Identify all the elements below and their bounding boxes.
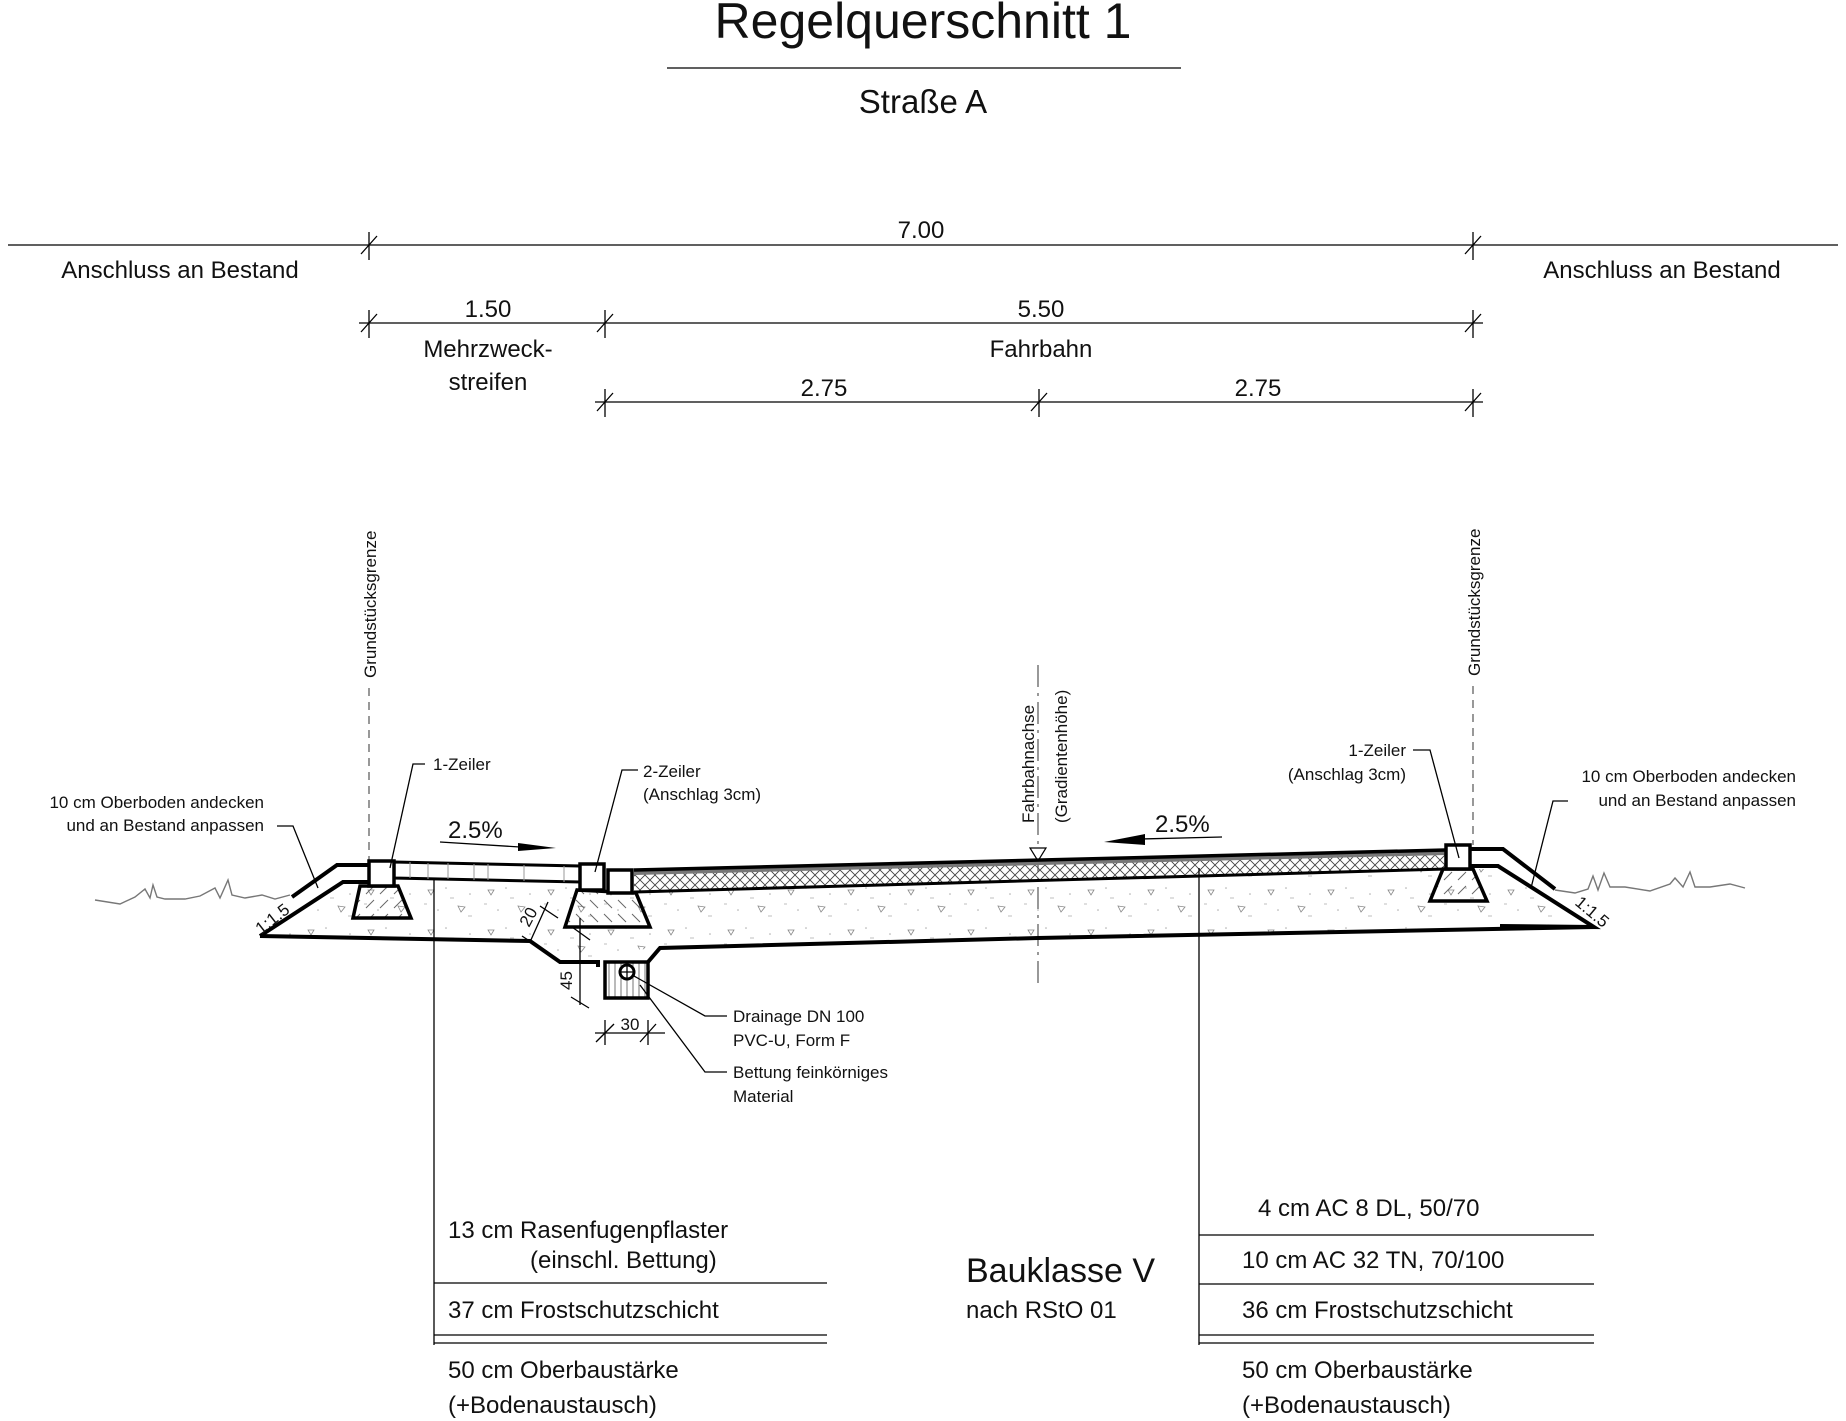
layer-left-total-line2: (+Bodenaustausch) [448,1392,657,1419]
note-curb-right: 1-Zeiler (Anschlag 3cm) [1288,741,1460,859]
note-curb-left-text: 1-Zeiler [433,755,491,774]
axis-label-line2: (Gradientenhöhe) [1052,690,1071,823]
dimension-lane-left-label: 2.75 [801,375,848,402]
curb-right-1-zeiler [1444,843,1472,871]
dimension-tick [360,232,378,260]
surface-course-layer [634,851,1446,875]
width-30-label: 30 [621,1015,640,1034]
construction-class-title: Bauklasse V [966,1252,1155,1290]
note-curb-middle-line2: (Anschlag 3cm) [643,785,761,804]
layer-right-row-1: 4 cm AC 8 DL, 50/70 [1258,1195,1479,1222]
dimension-tick [360,310,378,338]
layer-left-row-1-line2: (einschl. Bettung) [530,1247,717,1274]
grass-paver-strip [392,860,582,884]
layer-left-row-1-line1: 13 cm Rasenfugenpflaster [448,1217,728,1244]
dimension-carriageway-label: 5.50 [1018,296,1065,323]
slope-indicator-left: 2.5% [439,817,556,851]
note-drainage-line1: Drainage DN 100 [733,1007,864,1026]
title-block: Regelquerschnitt 1 Straße A [667,0,1181,120]
layer-right-total-line1: 50 cm Oberbaustärke [1242,1357,1473,1384]
note-curb-right-line1: 1-Zeiler [1348,741,1406,760]
layer-right-row-3: 36 cm Frostschutzschicht [1242,1297,1513,1324]
slope-indicator-right: 2.5% [1104,811,1223,845]
curb-foundation-middle [562,888,653,929]
pipe-center-mark [621,966,633,978]
property-line-left: Grundstücksgrenze [361,531,380,860]
arrow-left-icon [1104,834,1145,845]
dimension-tick [1464,310,1482,338]
note-topsoil-left-line2: und an Bestand anpassen [66,816,264,835]
embankment-left-slope [258,880,369,938]
note-curb-left: 1-Zeiler [389,755,491,869]
road-surface-line [633,848,1447,872]
note-topsoil-left: 10 cm Oberboden andecken und an Bestand … [49,793,319,889]
dimension-tick [596,389,614,417]
formation-level-line-right [646,925,1595,964]
dimension-tick [1464,389,1482,417]
existing-ground-left [94,877,291,905]
carriageway-name: Fahrbahn [990,336,1093,363]
dimension-lane-right-label: 2.75 [1235,375,1282,402]
note-bedding-line2: Material [733,1087,793,1106]
formation-level-line [259,934,600,967]
binder-course-layer [634,855,1446,892]
layer-left-total-line1: 50 cm Oberbaustärke [448,1357,679,1384]
asphalt-base-line [633,867,1447,894]
layer-right-row-2: 10 cm AC 32 TN, 70/100 [1242,1247,1504,1274]
property-line-left-label: Grundstücksgrenze [361,531,380,678]
axis-label-line1: Fahrbahnachse [1019,705,1038,823]
note-curb-middle: 2-Zeiler (Anschlag 3cm) [594,762,761,873]
carriageway-axis: Fahrbahnachse (Gradientenhöhe) [1019,665,1071,985]
slope-right-label: 2.5% [1155,811,1210,838]
paver-joints [409,862,565,882]
property-line-right-label: Grundstücksgrenze [1465,529,1484,676]
note-topsoil-right-line2: und an Bestand anpassen [1598,791,1796,810]
curb-left-1-zeiler [367,859,396,888]
layer-table-left: 13 cm Rasenfugenpflaster (einschl. Bettu… [433,880,827,1419]
note-topsoil-right: 10 cm Oberboden andecken und an Bestand … [1530,767,1796,889]
layer-left-row-2: 37 cm Frostschutzschicht [448,1297,719,1324]
note-bedding-line1: Bettung feinkörniges [733,1063,888,1082]
dimension-total-label: 7.00 [898,217,945,244]
note-topsoil-left-line1: 10 cm Oberboden andecken [49,793,264,812]
note-curb-right-line2: (Anschlag 3cm) [1288,765,1406,784]
dimension-chain: 7.00 Anschluss an Bestand Anschluss an B… [8,217,1838,417]
note-curb-middle-line1: 2-Zeiler [643,762,701,781]
layer-right-total-line2: (+Bodenaustausch) [1242,1392,1451,1419]
embankment-right-slope [1470,864,1601,930]
shoulder-name-line1: Mehrzweck- [423,336,552,363]
dimension-tick [596,310,614,338]
note-topsoil-right-line1: 10 cm Oberboden andecken [1581,767,1796,786]
connection-right-label: Anschluss an Bestand [1543,257,1780,284]
construction-class: Bauklasse V nach RStO 01 [966,1252,1155,1324]
layer-table-right: 4 cm AC 8 DL, 50/70 10 cm AC 32 TN, 70/1… [1198,868,1594,1419]
existing-ground-right [1554,870,1746,894]
arrow-right-icon [518,843,556,851]
shoulder-name-line2: streifen [449,369,528,396]
dimension-tick [1030,389,1048,417]
depth-45-label: 45 [557,971,576,990]
drawing-title: Regelquerschnitt 1 [715,0,1132,49]
slope-left-label: 2.5% [448,817,503,844]
trench-dimensions: 20 45 30 [516,901,665,1045]
note-drainage: Drainage DN 100 PVC-U, Form F [633,975,864,1050]
property-line-right: Grundstücksgrenze [1465,529,1484,845]
embankment-right-topsoil [1470,847,1557,891]
dimension-shoulder-label: 1.50 [465,296,512,323]
embankment-left-topsoil [290,863,369,899]
construction-class-subtitle: nach RStO 01 [966,1297,1117,1324]
curb-middle-stone-1 [578,862,606,892]
note-drainage-line2: PVC-U, Form F [733,1031,850,1050]
connection-left-label: Anschluss an Bestand [61,257,298,284]
grade-level-triangle-icon [1028,847,1048,863]
note-bedding: Bettung feinkörniges Material [639,984,888,1106]
dimension-tick [1464,232,1482,260]
drawing-subtitle: Straße A [859,83,987,120]
curb-middle-stone-2 [606,868,634,895]
